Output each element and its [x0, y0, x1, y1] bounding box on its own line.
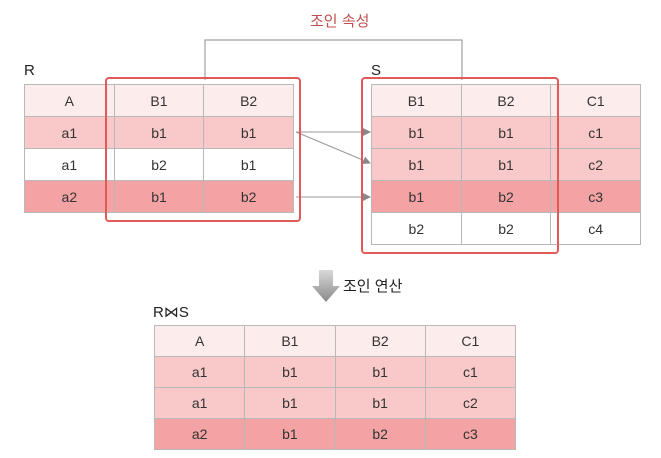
- result-cell: b1: [244, 387, 336, 419]
- result-header-cell: B1: [244, 325, 336, 357]
- r-header-cell: A: [24, 84, 115, 117]
- s-cell: c1: [550, 116, 641, 149]
- arrow-down-icon: [312, 270, 340, 302]
- r-cell: a1: [24, 116, 115, 149]
- r-cell: b1: [113, 180, 205, 213]
- s-cell: c4: [550, 212, 641, 245]
- s-header-cell: C1: [550, 84, 641, 117]
- result-cell: c1: [424, 356, 517, 388]
- s-cell: b2: [460, 180, 552, 213]
- result-header-cell: C1: [424, 325, 517, 357]
- result-cell: c2: [424, 387, 517, 419]
- result-cell: a1: [153, 356, 246, 388]
- result-header-cell: B2: [334, 325, 426, 357]
- r-cell: b1: [203, 148, 294, 181]
- result-header-cell: A: [153, 325, 246, 357]
- join-attribute-bracket: [204, 39, 463, 80]
- result-cell: b1: [334, 387, 426, 419]
- s-cell: c3: [550, 180, 641, 213]
- result-cell: b1: [334, 356, 426, 388]
- r-cell: a2: [24, 180, 115, 213]
- result-cell: a2: [153, 418, 246, 450]
- r-cell: b2: [113, 148, 205, 181]
- match-arrow-1b: [295, 131, 371, 164]
- join-attribute-frame-r: [105, 77, 301, 222]
- s-cell: b2: [460, 212, 552, 245]
- r-cell: b1: [113, 116, 205, 149]
- r-cell: b1: [203, 116, 294, 149]
- s-cell: c2: [550, 148, 641, 181]
- result-cell: b2: [334, 418, 426, 450]
- relation-s-name: S: [371, 62, 382, 79]
- r-header-cell: B1: [113, 84, 205, 117]
- s-header-cell: B2: [460, 84, 552, 117]
- result-cell: b1: [244, 418, 336, 450]
- s-cell: b1: [460, 148, 552, 181]
- join-attribute-frame-s: [361, 77, 559, 254]
- r-cell: b2: [203, 180, 294, 213]
- join-attribute-label: 조인 속성: [310, 13, 370, 30]
- s-cell: b1: [371, 148, 462, 181]
- result-cell: c3: [424, 418, 517, 450]
- result-name: R⋈S: [153, 304, 189, 321]
- s-header-cell: B1: [371, 84, 462, 117]
- r-cell: a1: [24, 148, 115, 181]
- result-cell: b1: [244, 356, 336, 388]
- relation-r-name: R: [24, 62, 35, 79]
- s-cell: b2: [371, 212, 462, 245]
- result-cell: a1: [153, 387, 246, 419]
- join-operation-label: 조인 연산: [343, 278, 403, 295]
